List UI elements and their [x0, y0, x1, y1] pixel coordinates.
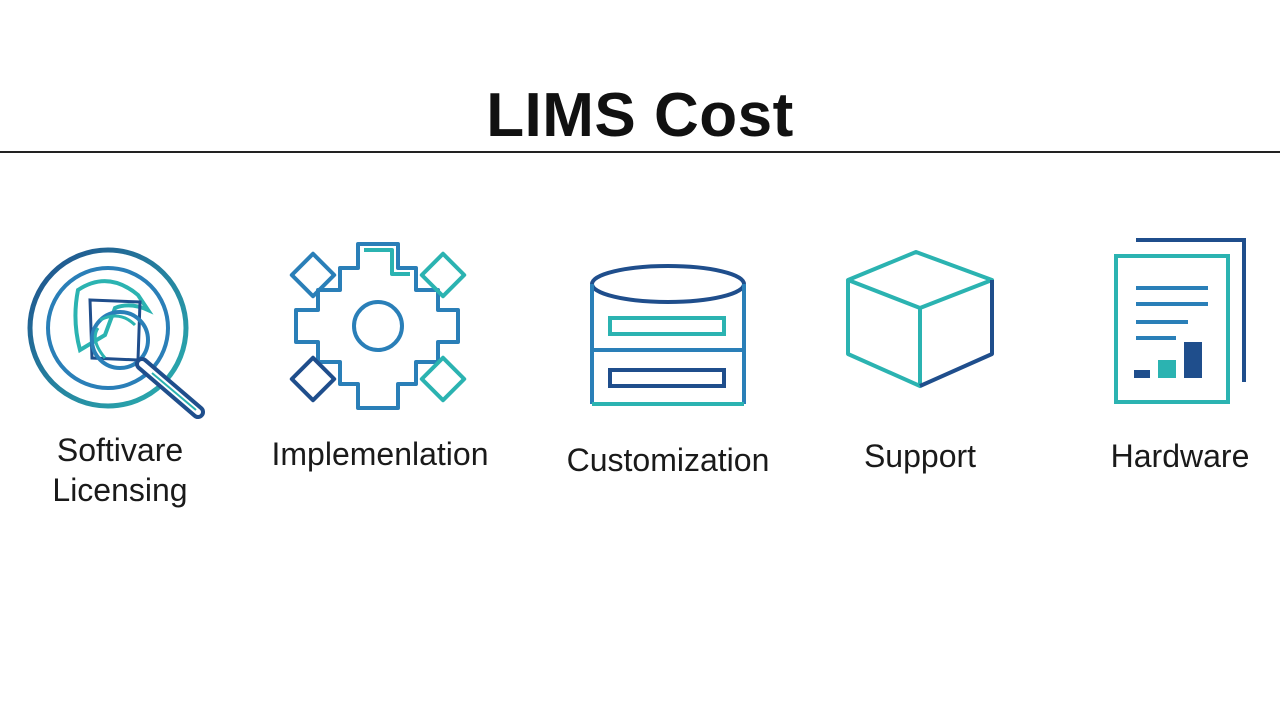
document-chart-icon: [1114, 238, 1246, 404]
cost-item-hardware: Hardware: [1090, 236, 1270, 476]
item-label: Implemenlation: [271, 436, 489, 472]
cost-item-customization: Customization: [548, 262, 788, 492]
title-divider: [0, 151, 1280, 153]
box-icon: [846, 250, 994, 388]
license-magnifier-icon: [27, 247, 205, 419]
item-label: Customization: [566, 442, 770, 478]
cost-item-implementation: Implemenlation: [255, 238, 505, 478]
item-label: Hardware: [1110, 438, 1250, 474]
gear-icon: [289, 242, 467, 410]
page-title: LIMS Cost: [486, 81, 794, 150]
database-icon: [590, 264, 746, 406]
item-label: Softivare Licensing: [52, 432, 188, 508]
item-label: Support: [863, 438, 977, 474]
cost-item-support: Support: [830, 248, 1010, 488]
cost-item-software-licensing: Softivare Licensing: [20, 240, 220, 520]
